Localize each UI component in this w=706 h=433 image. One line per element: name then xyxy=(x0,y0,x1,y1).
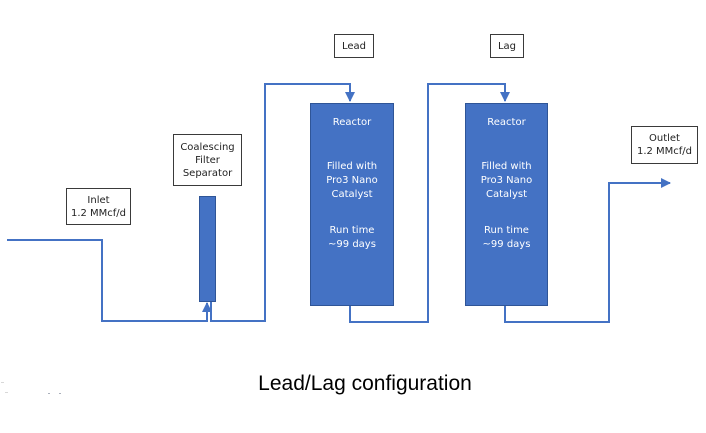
reactor-run-time: Run time ~99 days xyxy=(466,224,547,252)
reactor-catalyst-line: Filled with xyxy=(326,161,378,172)
lead-reactor: Reactor Filled with Pro3 Nano Catalyst R… xyxy=(310,103,394,306)
lag-reactor: Reactor Filled with Pro3 Nano Catalyst R… xyxy=(465,103,548,306)
reactor-catalyst-line: Pro3 Nano xyxy=(480,175,533,186)
reactor-run-time-line: ~99 days xyxy=(328,239,376,250)
lead-stage-text: Lead xyxy=(341,40,367,52)
separator-label: Coalescing Filter Separator xyxy=(173,134,242,186)
inlet-flow-rate: 1.2 MMcf/d xyxy=(70,207,127,219)
inlet-label: Inlet 1.2 MMcf/d xyxy=(66,188,131,225)
reactor-catalyst: Filled with Pro3 Nano Catalyst xyxy=(466,160,547,202)
reactor-catalyst-line: Filled with xyxy=(481,161,532,172)
reactor-catalyst-line: Catalyst xyxy=(486,189,527,200)
reactor-run-time-line: Run time xyxy=(484,225,529,236)
lag-stage-text: Lag xyxy=(497,40,517,52)
reactor-catalyst-line: Catalyst xyxy=(331,189,373,200)
diagram-caption: Lead/Lag configuration xyxy=(258,372,472,395)
reactor-catalyst-line: Pro3 Nano xyxy=(326,175,378,186)
lead-stage-label: Lead xyxy=(334,34,374,58)
reactor-run-time-line: ~99 days xyxy=(482,239,531,250)
reactor-run-time: Run time ~99 days xyxy=(311,224,393,252)
pipe-lag-to-outlet xyxy=(504,178,671,323)
pipe-lead-to-lag xyxy=(349,83,510,323)
reactor-catalyst: Filled with Pro3 Nano Catalyst xyxy=(311,160,393,202)
filter-separator-vessel xyxy=(199,196,216,302)
pipe-inlet-to-separator xyxy=(7,239,212,322)
separator-label-line: Separator xyxy=(182,167,233,179)
outlet-label: Outlet 1.2 MMcf/d xyxy=(631,126,698,164)
outlet-flow-rate: 1.2 MMcf/d xyxy=(636,146,693,157)
pipe-separator-to-lead xyxy=(210,83,355,322)
inlet-title: Inlet xyxy=(87,194,110,206)
outlet-title: Outlet xyxy=(649,133,680,144)
lag-stage-label: Lag xyxy=(490,34,524,58)
reactor-title: Reactor xyxy=(487,117,526,128)
reactor-title: Reactor xyxy=(332,117,372,128)
reactor-run-time-line: Run time xyxy=(329,225,375,236)
separator-label-line: Filter xyxy=(195,154,220,166)
artifact-dots xyxy=(1,382,61,394)
separator-label-line: Coalescing xyxy=(180,141,235,153)
